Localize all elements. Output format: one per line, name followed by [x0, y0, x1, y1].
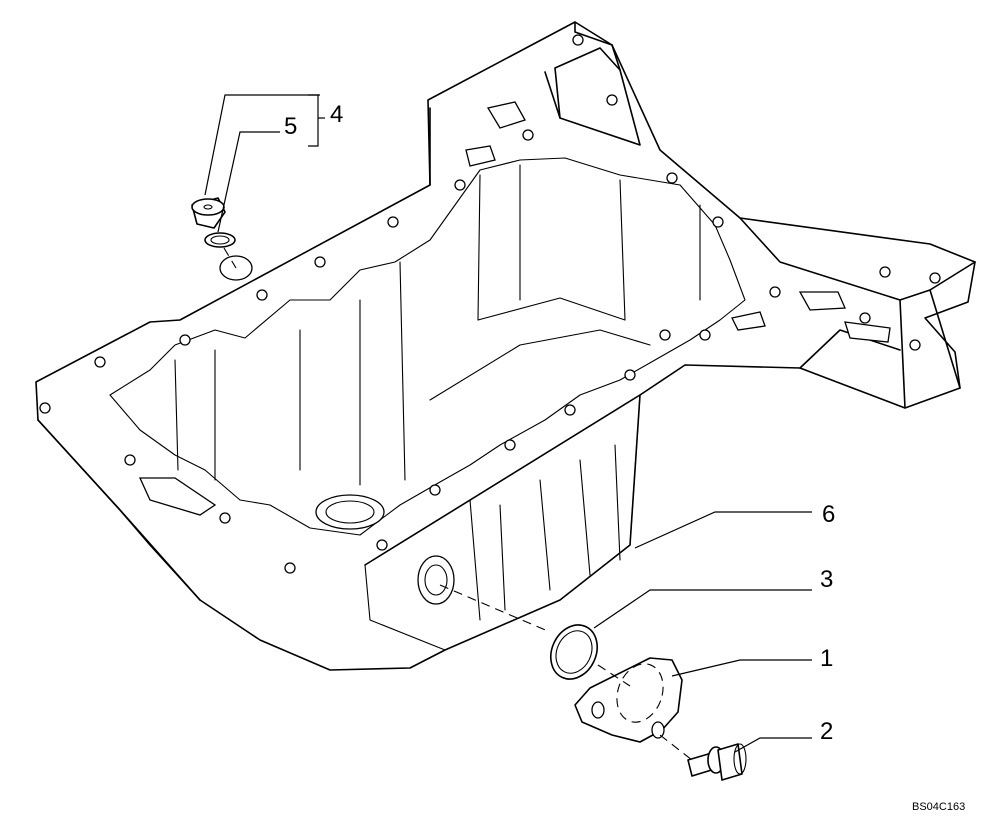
leader-lines: [204, 94, 812, 753]
o-ring: [550, 624, 598, 680]
callout-5: 5: [284, 113, 297, 140]
callout-4: 4: [330, 101, 343, 128]
oil-pan-flange: [35, 21, 976, 671]
callout-1: 1: [820, 645, 833, 672]
inner-rim: [109, 157, 746, 536]
filler-plug: [191, 197, 226, 229]
callout-6: 6: [822, 501, 835, 528]
drain-port: [417, 555, 455, 605]
flange-bolt: [687, 743, 747, 781]
cover-plate: [574, 657, 683, 743]
rear-bridge: [429, 21, 641, 186]
assembly-axis: [439, 584, 551, 633]
callout-3: 3: [820, 566, 833, 593]
flange-bolt-holes: [39, 34, 941, 574]
right-mount-bracket: [739, 217, 976, 409]
drawing-reference-code: BS04C163: [912, 801, 965, 813]
oil-pan: [35, 21, 976, 671]
seal-washer: [204, 232, 236, 248]
sump-outlet: [315, 494, 385, 530]
callout-2: 2: [820, 718, 833, 745]
